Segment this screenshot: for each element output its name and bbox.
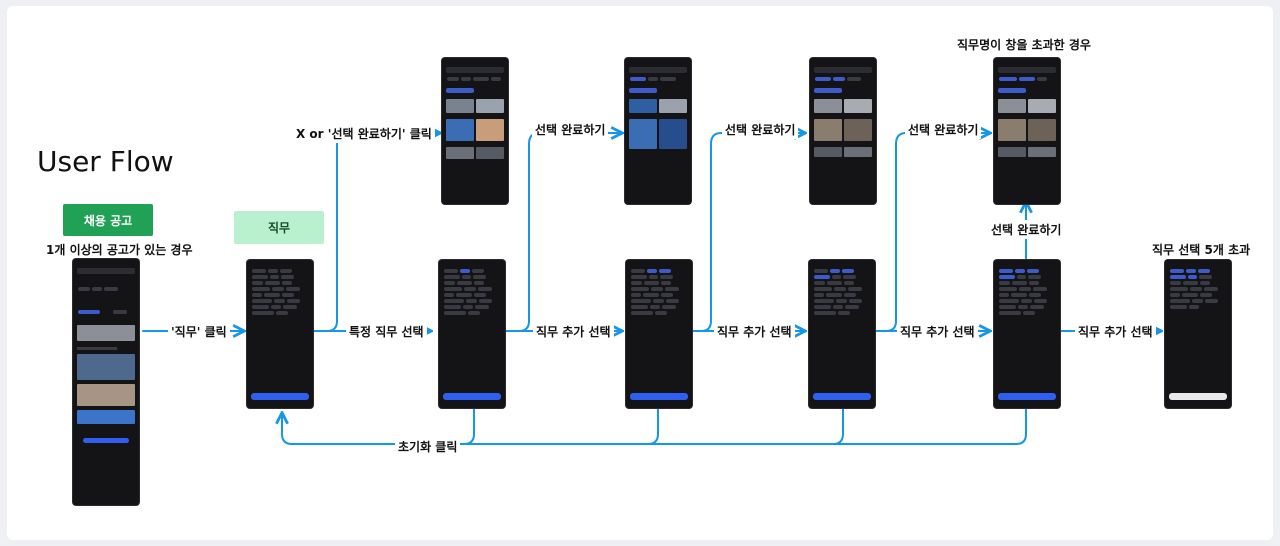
arrow-done-3 bbox=[874, 133, 989, 331]
label-add-job-3: 직무 추가 선택 bbox=[897, 322, 978, 341]
label-over-five: 직무 선택 5개 초과 bbox=[1149, 240, 1253, 259]
label-select-specific: 특정 직무 선택 bbox=[346, 322, 427, 341]
tag-recruit: 채용 공고 bbox=[63, 204, 153, 236]
label-reset-click: 초기화 클릭 bbox=[395, 437, 460, 456]
arrow-done-2 bbox=[691, 133, 804, 331]
screen-job-selected-2 bbox=[626, 260, 692, 408]
screen-results-done-1 bbox=[625, 58, 691, 204]
screen-results-after-close bbox=[442, 58, 508, 204]
screen-job-selected-1 bbox=[439, 260, 505, 408]
label-add-job-2: 직무 추가 선택 bbox=[714, 322, 795, 341]
screen-results-done-2 bbox=[810, 58, 876, 204]
tag-job: 직무 bbox=[234, 211, 324, 244]
label-add-job-4: 직무 추가 선택 bbox=[1075, 322, 1156, 341]
label-click-job: '직무' 클릭 bbox=[168, 322, 230, 341]
screen-search-results bbox=[73, 259, 139, 505]
label-overflow-case: 직무명이 창을 초과한 경우 bbox=[954, 35, 1094, 54]
flow-board: User Flow 채용 공고 직무 1개 이상의 공고가 있는 경우 '직무'… bbox=[7, 6, 1273, 540]
label-add-job-1: 직무 추가 선택 bbox=[533, 322, 614, 341]
reset-branch-3 bbox=[648, 408, 658, 444]
screen-job-sheet bbox=[247, 260, 313, 408]
screen-over-five bbox=[1165, 260, 1231, 408]
arrow-done-1 bbox=[504, 133, 621, 331]
label-case-multi: 1개 이상의 공고가 있는 경우 bbox=[43, 240, 196, 259]
screen-job-selected-4 bbox=[994, 260, 1060, 408]
label-done-3: 선택 완료하기 bbox=[905, 120, 981, 139]
screen-results-overflow bbox=[994, 58, 1060, 204]
screen-job-selected-3 bbox=[809, 260, 875, 408]
arrow-close-or-done bbox=[313, 133, 439, 331]
reset-branch-2 bbox=[464, 408, 474, 444]
label-done-2: 선택 완료하기 bbox=[722, 120, 798, 139]
label-close-or-done: X or '선택 완료하기' 클릭 bbox=[293, 124, 435, 143]
label-done-1: 선택 완료하기 bbox=[532, 120, 608, 139]
arrow-reset bbox=[282, 408, 1026, 444]
page-title: User Flow bbox=[37, 145, 174, 178]
label-done-4: 선택 완료하기 bbox=[988, 220, 1064, 239]
reset-branch-4 bbox=[833, 408, 843, 444]
